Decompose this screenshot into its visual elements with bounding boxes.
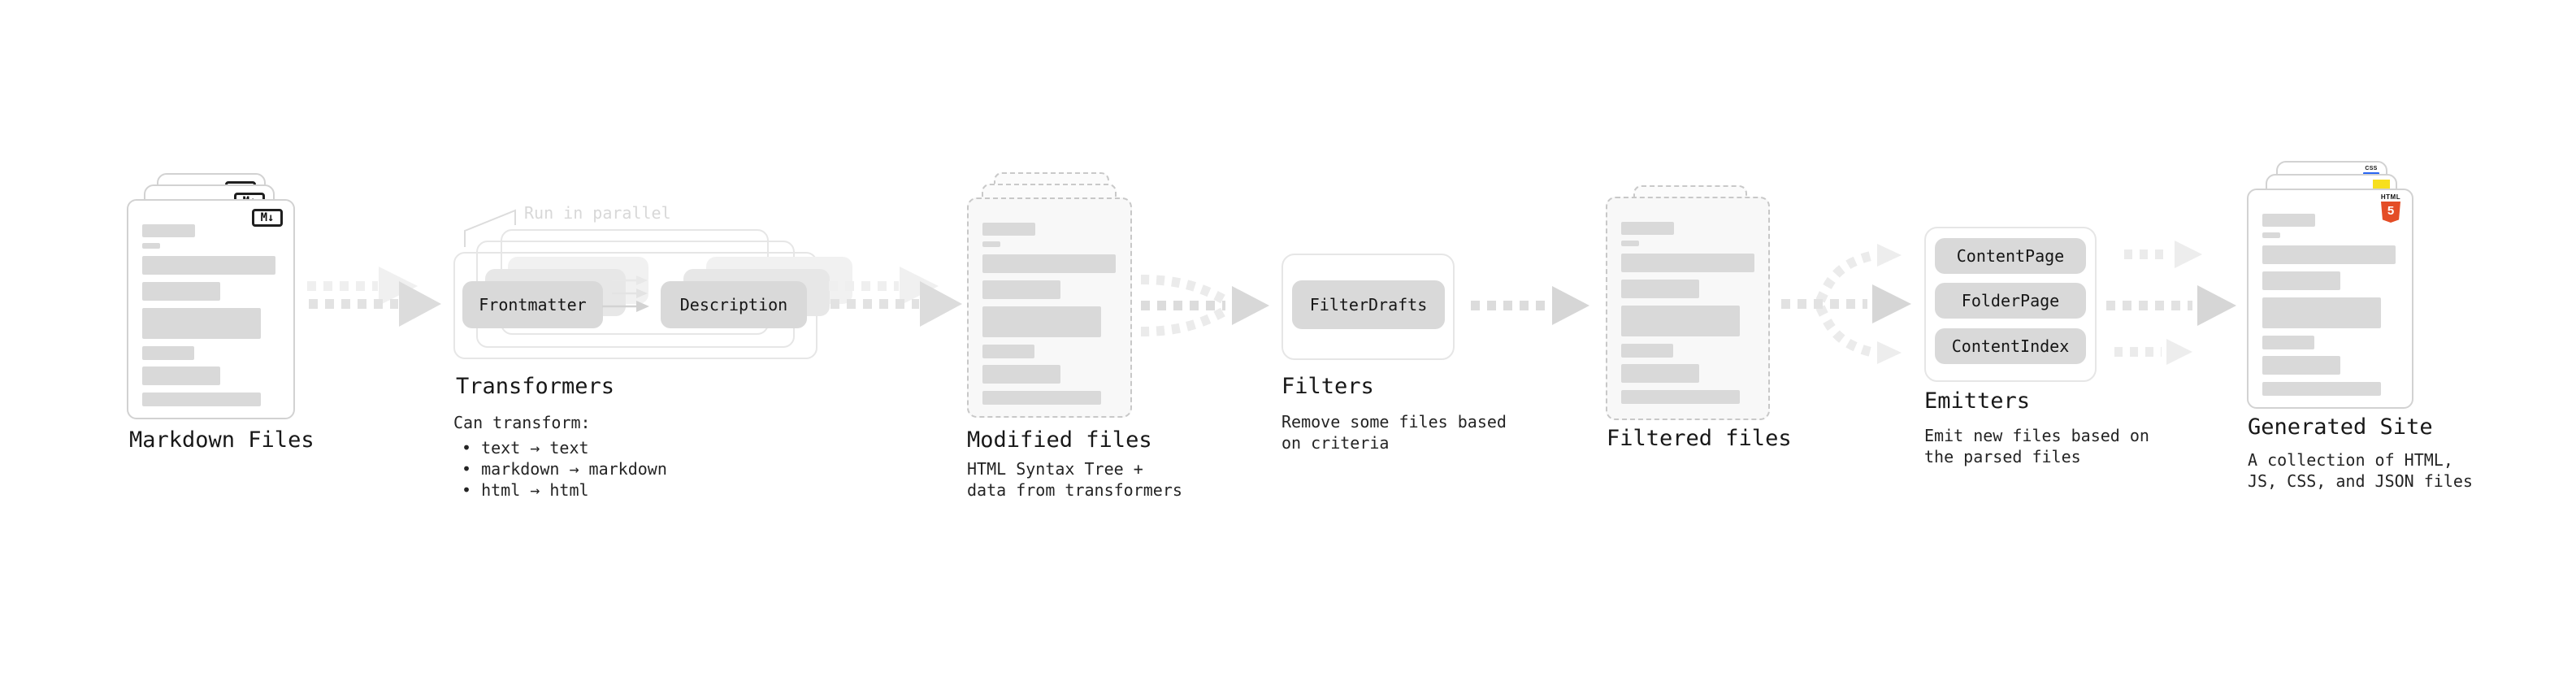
text-line-placeholder — [1621, 364, 1699, 383]
arrow-filters-to-filtered — [1471, 286, 1589, 325]
markdown-file-card-front: M↓ — [127, 199, 295, 419]
text-line-placeholder — [2262, 232, 2280, 238]
transformers-desc-heading: Can transform: — [453, 413, 591, 432]
text-line-placeholder — [142, 308, 261, 339]
generated-file-card-html: HTML 5 — [2247, 189, 2413, 409]
text-line-placeholder — [142, 243, 160, 249]
filters-desc-line: on criteria — [1281, 433, 1390, 453]
filters-desc-line: Remove some files based — [1281, 412, 1507, 432]
emitter-pill-contentpage: ContentPage — [1935, 238, 2086, 274]
stage-title-filtered-files: Filtered files — [1607, 426, 1792, 451]
emitters-desc-line: Emit new files based on — [1924, 426, 2149, 445]
text-line-placeholder — [2262, 382, 2381, 396]
text-line-placeholder — [1621, 390, 1740, 404]
html5-icon: HTML 5 — [2380, 193, 2401, 223]
modified-desc-line: HTML Syntax Tree + — [967, 459, 1143, 479]
stage-title-filters: Filters — [1281, 374, 1374, 399]
modified-files-description: HTML Syntax Tree + data from transformer… — [967, 458, 1182, 501]
arrow-filtered-to-emitters — [1781, 244, 1911, 364]
emitters-description: Emit new files based on the parsed files — [1924, 425, 2149, 467]
text-line-placeholder — [142, 224, 195, 237]
text-line-placeholder — [1621, 344, 1673, 358]
text-line-placeholder — [142, 282, 220, 301]
text-line-placeholder — [2262, 214, 2315, 227]
filters-description: Remove some files based on criteria — [1281, 411, 1507, 453]
emitters-desc-line: the parsed files — [1924, 447, 2081, 466]
text-line-placeholder — [982, 241, 1000, 247]
arrow-emitters-to-generated — [2106, 241, 2236, 365]
generated-desc-line: JS, CSS, and JSON files — [2248, 471, 2473, 491]
css-icon: CSS — [2363, 166, 2379, 175]
text-line-placeholder — [2262, 297, 2381, 328]
text-line-placeholder — [2262, 336, 2314, 349]
text-line-placeholder — [2262, 356, 2340, 375]
stage-title-generated-site: Generated Site — [2248, 414, 2433, 440]
transformer-pill-description: Description — [661, 281, 807, 328]
html5-icon-shield: 5 — [2381, 202, 2400, 223]
run-in-parallel-annotation: Run in parallel — [524, 203, 671, 223]
text-line-placeholder — [1621, 306, 1740, 336]
text-line-placeholder — [1621, 254, 1754, 272]
markdown-icon: M↓ — [252, 209, 283, 227]
generated-desc-line: A collection of HTML, — [2248, 450, 2453, 470]
emitters-container — [1924, 227, 2097, 382]
stage-title-modified-files: Modified files — [967, 427, 1152, 453]
transformers-bullet: • markdown → markdown — [462, 459, 667, 479]
stage-title-markdown-files: Markdown Files — [129, 427, 314, 453]
text-line-placeholder — [142, 256, 275, 275]
emitter-pill-folderpage: FolderPage — [1935, 283, 2086, 319]
transformers-bullet: • text → text — [462, 438, 589, 458]
filters-container — [1281, 254, 1455, 360]
text-line-placeholder — [1621, 241, 1639, 246]
arrow-markdown-to-transformers — [307, 267, 441, 327]
text-line-placeholder — [982, 391, 1101, 405]
arrow-modified-to-filters — [1140, 275, 1269, 336]
modified-desc-line: data from transformers — [967, 480, 1182, 500]
transformers-bullet: • html → html — [462, 480, 589, 500]
transformer-pill-frontmatter: Frontmatter — [462, 281, 603, 328]
text-line-placeholder — [2262, 271, 2340, 290]
text-line-placeholder — [982, 306, 1101, 337]
text-line-placeholder — [1621, 280, 1699, 298]
text-line-placeholder — [1621, 222, 1674, 235]
generated-site-description: A collection of HTML, JS, CSS, and JSON … — [2248, 449, 2473, 492]
filter-pill-filterdrafts: FilterDrafts — [1292, 280, 1445, 329]
stage-title-emitters: Emitters — [1924, 388, 2031, 414]
text-line-placeholder — [142, 346, 194, 360]
css-icon-bar — [2363, 172, 2379, 175]
emitter-pill-contentindex: ContentIndex — [1935, 328, 2086, 364]
html5-icon-label: HTML — [2380, 193, 2401, 201]
modified-file-card-front — [967, 197, 1132, 418]
filtered-file-card-front — [1606, 197, 1770, 420]
text-line-placeholder — [142, 393, 261, 406]
css-icon-label: CSS — [2365, 166, 2378, 171]
text-line-placeholder — [982, 280, 1060, 299]
text-line-placeholder — [142, 367, 220, 385]
text-line-placeholder — [2262, 245, 2396, 264]
text-line-placeholder — [982, 254, 1116, 273]
text-line-placeholder — [982, 345, 1034, 358]
js-icon — [2373, 180, 2390, 189]
transformers-description: Can transform: • text → text • markdown … — [453, 412, 667, 501]
text-line-placeholder — [982, 365, 1060, 384]
text-line-placeholder — [982, 223, 1035, 236]
stage-title-transformers: Transformers — [456, 374, 615, 399]
